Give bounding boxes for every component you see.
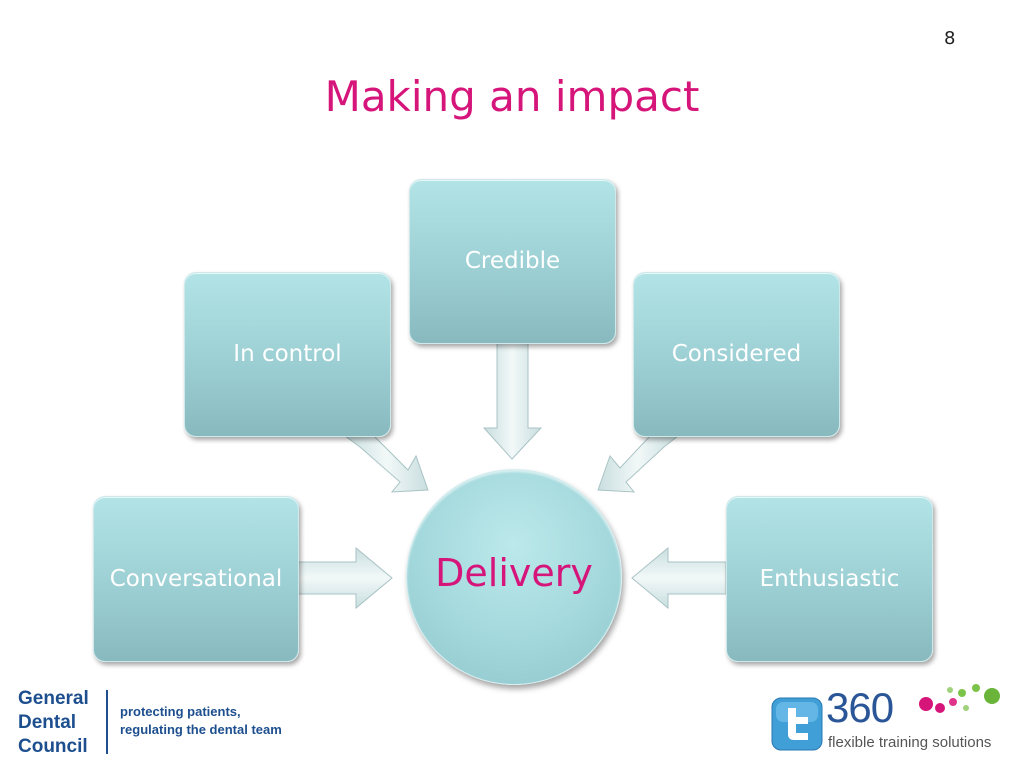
node-in-control: In control — [184, 272, 391, 437]
arrow-diagonal-left — [343, 435, 429, 493]
node-credible: Credible — [409, 179, 616, 344]
logo-360-number: 360 — [826, 684, 894, 731]
gdc-name-line: General — [18, 688, 89, 709]
gdc-name-line: Dental — [18, 712, 77, 733]
arrow-right — [297, 546, 393, 610]
gdc-tagline-line: protecting patients, — [120, 704, 241, 719]
arrow-down — [482, 341, 543, 460]
gdc-tagline-line: regulating the dental team — [120, 722, 282, 737]
center-label: Delivery — [435, 551, 593, 595]
node-label: Enthusiastic — [759, 566, 900, 592]
dot-icon — [919, 697, 933, 711]
node-considered: Considered — [633, 272, 840, 437]
arrow-left — [631, 546, 727, 610]
slide-title: Making an impact — [324, 72, 700, 121]
gdc-divider — [106, 690, 108, 754]
node-label: Conversational — [109, 566, 283, 592]
logo-360-graphic — [771, 684, 1000, 751]
node-label: Considered — [671, 341, 802, 367]
node-enthusiastic: Enthusiastic — [726, 496, 933, 662]
gdc-logo: General Dental Council — [18, 687, 89, 759]
node-label: Credible — [464, 248, 561, 274]
gdc-name-line: Council — [18, 736, 88, 757]
gdc-tagline: protecting patients, regulating the dent… — [120, 703, 282, 739]
node-label: In control — [233, 341, 342, 367]
arrow-diagonal-right — [597, 435, 680, 493]
node-conversational: Conversational — [93, 496, 299, 662]
center-node-delivery: Delivery — [406, 469, 622, 685]
slide-number: 8 — [944, 28, 956, 49]
logo-360-tagline: flexible training solutions — [828, 734, 992, 751]
